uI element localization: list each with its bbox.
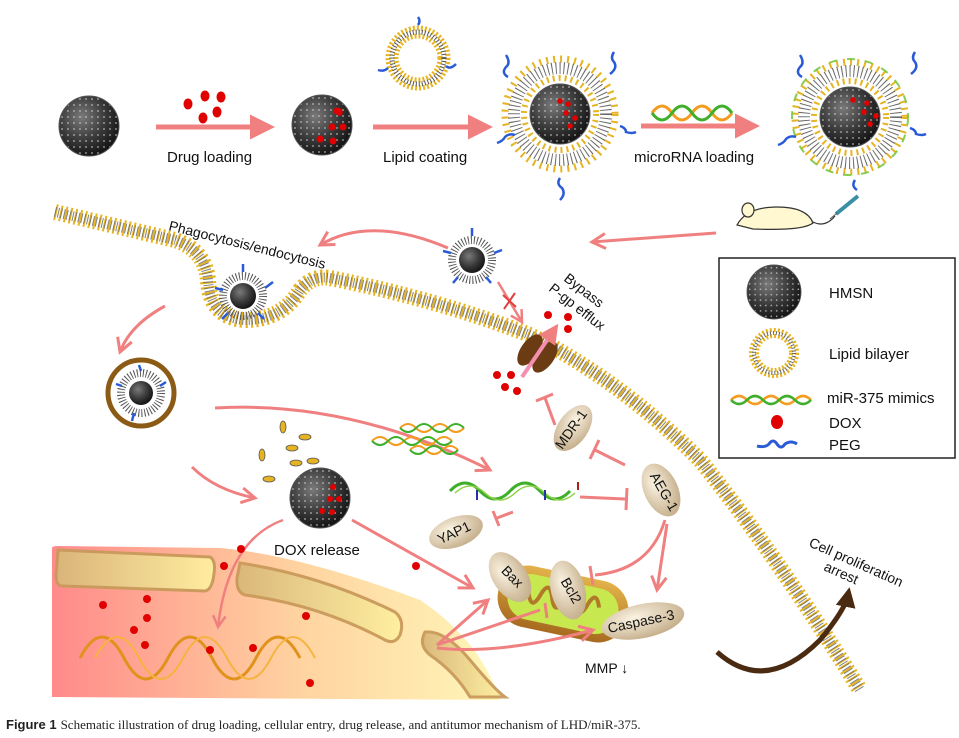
inhibition-aeg1-bcl2-bar xyxy=(588,565,595,586)
protein-bcl2: Bcl2 xyxy=(549,560,587,620)
liposome-small xyxy=(377,16,457,91)
arrow-dox-to-dna xyxy=(218,518,284,627)
arrow-dox-to-bax xyxy=(351,518,473,588)
protein-aeg1: AEG-1 xyxy=(641,463,682,517)
label-microrna-loading: microRNA loading xyxy=(634,149,754,166)
legend-item-hmsn: HMSN xyxy=(746,264,873,320)
mirna-target-strand xyxy=(448,481,579,501)
inhibition-bax-bcl2 xyxy=(543,602,549,619)
caption-label: Figure 1 xyxy=(6,717,57,732)
arrow-efflux xyxy=(520,323,559,379)
svg-text:HMSN: HMSN xyxy=(829,285,873,302)
arrow-cell-proliferation-arrest xyxy=(715,587,856,674)
label-lipid-coating: Lipid coating xyxy=(383,149,467,166)
legend-item-dox: DOX xyxy=(771,415,862,432)
arrow-aeg1-caspase3 xyxy=(657,523,669,590)
mirna-strand-top xyxy=(650,104,734,122)
engulfed-nanoparticle xyxy=(214,264,274,320)
legend-item-mirna: miR-375 mimics xyxy=(730,390,935,407)
approaching-nanoparticle xyxy=(442,228,503,284)
inhibition-mirna-aeg1 xyxy=(579,487,629,511)
pgp-efflux-pump xyxy=(517,334,558,373)
label-phagocytosis: Phagocytosis/endocytosis xyxy=(167,217,327,271)
label-mmp: MMP ↓ xyxy=(585,660,628,676)
hmsn-icon xyxy=(746,264,802,320)
step-loaded-hmsn xyxy=(291,94,353,156)
inhibition-aeg1-mdr1 xyxy=(588,439,626,467)
protein-bax: Bax xyxy=(488,552,532,602)
step-bare-hmsn xyxy=(58,95,120,157)
arrow-to-dox-release xyxy=(190,465,255,498)
dox-nuclear xyxy=(99,545,420,687)
label-dox-release: DOX release xyxy=(274,542,360,559)
released-mirna-strands xyxy=(371,423,465,455)
step-lhd-mir375-nanoparticle xyxy=(777,51,927,192)
legend-item-lipid-bilayer: Lipid bilayer xyxy=(749,328,909,378)
caption-text: Schematic illustration of drug loading, … xyxy=(60,717,641,732)
svg-text:Lipid bilayer: Lipid bilayer xyxy=(829,346,909,363)
inhibition-mdr1-pgp xyxy=(535,392,557,426)
arrows-nucleus-to-mitochondria xyxy=(436,600,593,652)
endosome xyxy=(105,357,177,429)
protein-mdr1: MDR-1 xyxy=(552,405,593,452)
dox-molecules-cluster xyxy=(183,90,226,124)
inhibition-mirna-yap1 xyxy=(491,510,514,527)
dox-icon xyxy=(771,415,783,429)
lipid-bilayer-icon xyxy=(749,328,799,378)
dox-effluxed xyxy=(544,311,572,333)
svg-text:PEG: PEG xyxy=(829,437,861,454)
legend-item-peg: PEG xyxy=(756,437,861,454)
cell-membrane xyxy=(53,204,867,695)
dna-double-helix xyxy=(78,635,316,681)
released-lipids xyxy=(258,420,320,483)
mouse-injection-icon xyxy=(736,194,860,230)
dox-release-hmsn xyxy=(289,467,351,529)
nucleus xyxy=(52,546,510,700)
step-lipid-coated-hmsn xyxy=(496,51,637,201)
arrow-to-phagocytosis xyxy=(320,229,449,250)
arrow-injection-to-cell xyxy=(592,231,717,242)
protein-yap1: YAP1 xyxy=(429,514,483,550)
label-drug-loading: Drug loading xyxy=(167,149,252,166)
svg-text:miR-375 mimics: miR-375 mimics xyxy=(827,390,935,407)
svg-text:DOX: DOX xyxy=(829,415,862,432)
arrow-to-endosome xyxy=(120,304,166,352)
arrow-aeg1-bcl2 xyxy=(594,519,667,577)
legend: HMSN Lipid bilayer miR-375 mimics DOX PE… xyxy=(718,257,956,459)
blocked-x-icon xyxy=(502,292,517,310)
mirna-icon xyxy=(730,394,812,406)
dox-intracellular xyxy=(493,371,521,395)
peg-icon xyxy=(756,439,798,449)
